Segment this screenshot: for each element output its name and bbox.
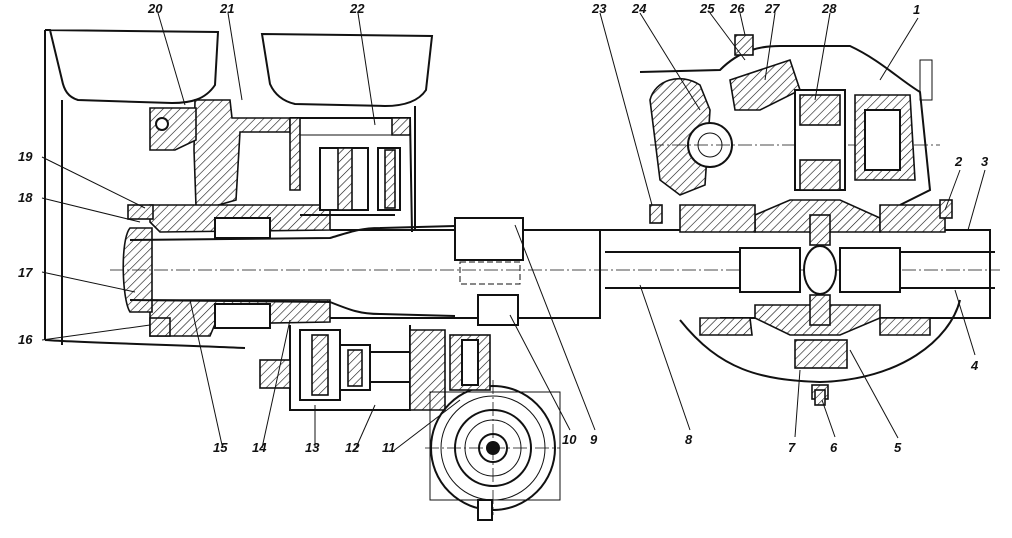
wheel-reducer-housing <box>289 117 413 233</box>
label-2: 2 <box>954 154 963 169</box>
main-gear-housing <box>639 45 940 206</box>
label-19: 19 <box>18 149 33 164</box>
label-28: 28 <box>821 1 837 16</box>
label-21: 21 <box>219 1 234 16</box>
label-12: 12 <box>345 440 360 455</box>
label-4: 4 <box>970 358 979 373</box>
travel-motor <box>425 334 561 521</box>
lower-reducer <box>259 325 446 411</box>
tire-outer <box>44 29 246 349</box>
label-14: 14 <box>252 440 267 455</box>
label-25: 25 <box>699 1 715 16</box>
label-7: 7 <box>788 440 796 455</box>
leader-lines <box>41 12 986 453</box>
label-3: 3 <box>981 154 989 169</box>
label-1: 1 <box>913 2 920 17</box>
label-26: 26 <box>729 1 745 16</box>
label-11: 11 <box>382 440 396 455</box>
label-27: 27 <box>764 1 780 16</box>
tire-inner <box>260 32 434 230</box>
label-6: 6 <box>830 440 838 455</box>
differential-case <box>739 199 901 400</box>
wheel-hub <box>127 99 331 337</box>
label-10: 10 <box>562 432 577 447</box>
label-8: 8 <box>685 432 693 447</box>
label-18: 18 <box>18 190 33 205</box>
label-23: 23 <box>591 1 607 16</box>
label-22: 22 <box>349 1 365 16</box>
label-15: 15 <box>213 440 228 455</box>
bolts <box>649 34 953 406</box>
label-5: 5 <box>894 440 902 455</box>
label-20: 20 <box>147 1 163 16</box>
label-13: 13 <box>305 440 320 455</box>
label-17: 17 <box>18 265 33 280</box>
label-16: 16 <box>18 332 33 347</box>
label-9: 9 <box>590 432 598 447</box>
callout-labels: 1 2 3 4 5 6 7 8 9 10 11 12 13 14 15 16 1… <box>18 1 989 455</box>
label-24: 24 <box>631 1 647 16</box>
differential-bowl <box>679 204 961 384</box>
